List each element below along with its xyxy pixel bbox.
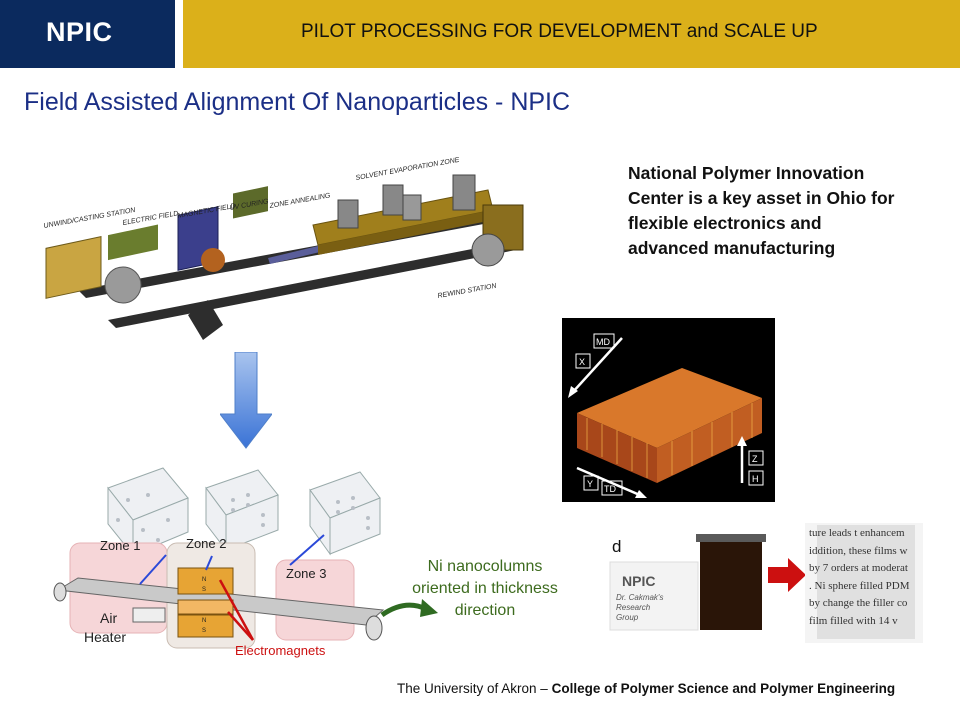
axis-x-label: X [579,357,585,367]
film-text-line-1: iddition, these films w [809,544,908,557]
red-right-arrow-icon [768,558,806,592]
svg-text:S: S [202,628,206,634]
zone3-label: Zone 3 [286,566,326,581]
svg-text:N: N [202,618,206,624]
film-text-line-4: by change the filler co [809,597,908,609]
sample-line-1: Dr. Cakmak's [616,593,663,602]
axis-y-label: Y [587,479,593,489]
nanocolumn-3d-image: X MD Y TD Z H [562,318,775,502]
sample-photo: d NPIC Dr. Cakmak's Research Group [608,534,768,632]
air-label: Air [100,610,117,626]
station-label-rewind: REWIND STATION [437,283,498,300]
ni-nanocolumns-text: Ni nanocolumns oriented in thickness dir… [412,558,558,619]
film-transparency-photo: ture leads t enhancem iddition, these fi… [805,523,923,643]
footer: The University of Akron – College of Pol… [397,681,895,696]
station-label-solvent: SOLVENT EVAPORATION ZONE [355,157,460,182]
slide-title: Field Assisted Alignment Of Nanoparticle… [24,88,571,116]
svg-text:S: S [202,587,206,593]
photo-label-d: d [612,537,621,556]
footer-university: The University of Akron – [397,681,552,696]
header-divider [175,0,183,68]
sample-line-0: NPIC [622,573,655,589]
header-title-bar: PILOT PROCESSING FOR DEVELOPMENT and SCA… [183,0,960,68]
axis-td-label: TD [604,484,616,494]
npic-description: National Polymer Innovation Center is a … [628,163,895,258]
film-text-line-5: film filled with 14 v [809,614,898,627]
processing-line-diagram: UNWIND/CASTING STATION ELECTRIC FIELD MA… [43,157,524,340]
footer-college: College of Polymer Science and Polymer E… [551,681,896,696]
station-label-annealing: ZONE ANNEALING [268,192,331,210]
film-text-line-3: . Ni sphere filled PDM [809,579,910,592]
header-title: PILOT PROCESSING FOR DEVELOPMENT and SCA… [301,21,818,42]
zone-diagram: N S N S Zone 1 Zone 2 Zone 3 Air Heater … [53,467,385,658]
electromagnets-label: Electromagnets [235,643,326,658]
sample-line-3: Group [616,613,639,622]
zone2-label: Zone 2 [186,536,226,551]
svg-text:N: N [202,577,206,583]
green-curved-arrow-icon [380,599,438,618]
sample-line-2: Research [616,603,651,612]
axis-md-label: MD [596,337,610,347]
film-text-line-2: by 7 orders at moderat [809,562,908,574]
header-logo-block: NPIC [0,0,175,68]
down-arrow-icon [220,352,272,449]
header-logo-text: NPIC [46,17,113,47]
film-text-line-0: ture leads t enhancem [809,527,905,539]
axis-z-label: Z [752,454,758,464]
heater-label: Heater [84,629,126,645]
axis-h-label: H [752,474,759,484]
zone1-label: Zone 1 [100,538,140,553]
